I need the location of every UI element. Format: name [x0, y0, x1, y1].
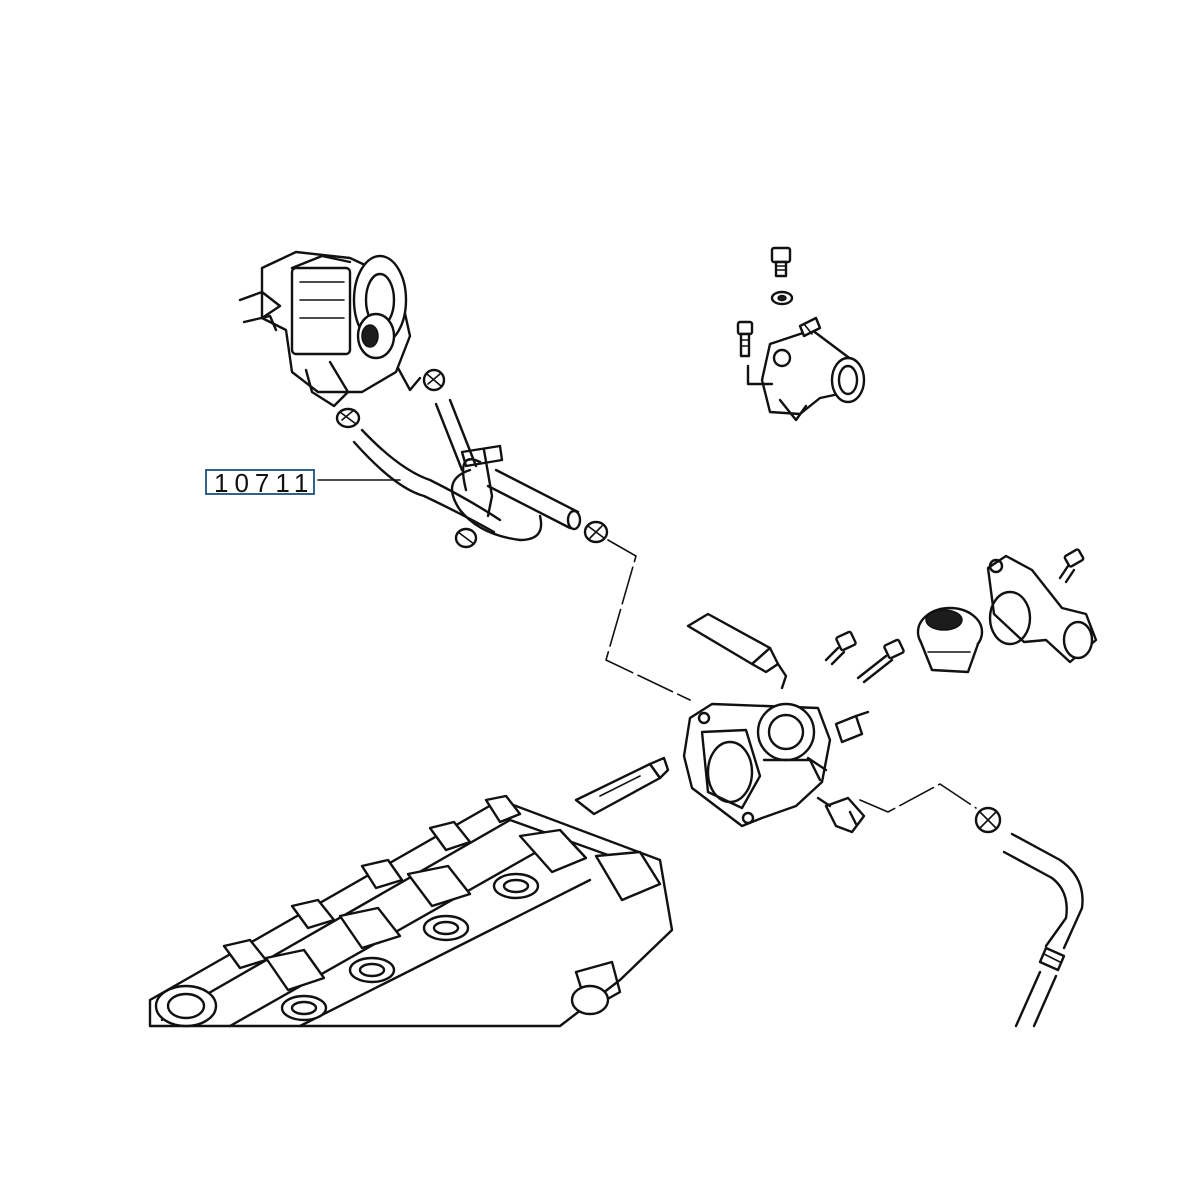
- gasket-small: [798, 316, 822, 338]
- coolant-hose-lower-right: [1002, 832, 1084, 1028]
- routing-line-left: [605, 539, 691, 701]
- sealant-tube-upper: [686, 612, 788, 690]
- bolt-thermostat-2: [856, 638, 905, 684]
- hose-clamp-lower-right: [974, 806, 1002, 834]
- bleeder-fitting: [834, 710, 870, 744]
- routing-line-right: [859, 783, 977, 813]
- thermostat-cover: [986, 554, 1098, 664]
- hose-clamp-right: [583, 520, 609, 544]
- hose-clamp-upper-right: [422, 368, 446, 392]
- bolt-far-right: [1058, 548, 1085, 584]
- bolt-thermostat-1: [824, 630, 857, 666]
- part-number-label: 10711: [214, 468, 314, 498]
- bolt-top: [770, 246, 792, 278]
- temperature-sensor: [816, 796, 866, 834]
- cylinder-head: [148, 794, 674, 1028]
- thermostat: [916, 606, 984, 674]
- sealant-tube-lower: [574, 756, 670, 816]
- hose-clamp-middle: [454, 527, 478, 549]
- part-callout-10711[interactable]: 10711: [205, 468, 315, 498]
- coolant-hose-10711: [352, 398, 582, 542]
- hose-clamp-upper-left: [335, 407, 361, 429]
- washer-top: [770, 290, 794, 306]
- water-outlet-top: [746, 328, 866, 422]
- bolt-left: [736, 320, 754, 358]
- thermostat-housing-center: [682, 702, 832, 828]
- throttle-body: [238, 250, 422, 408]
